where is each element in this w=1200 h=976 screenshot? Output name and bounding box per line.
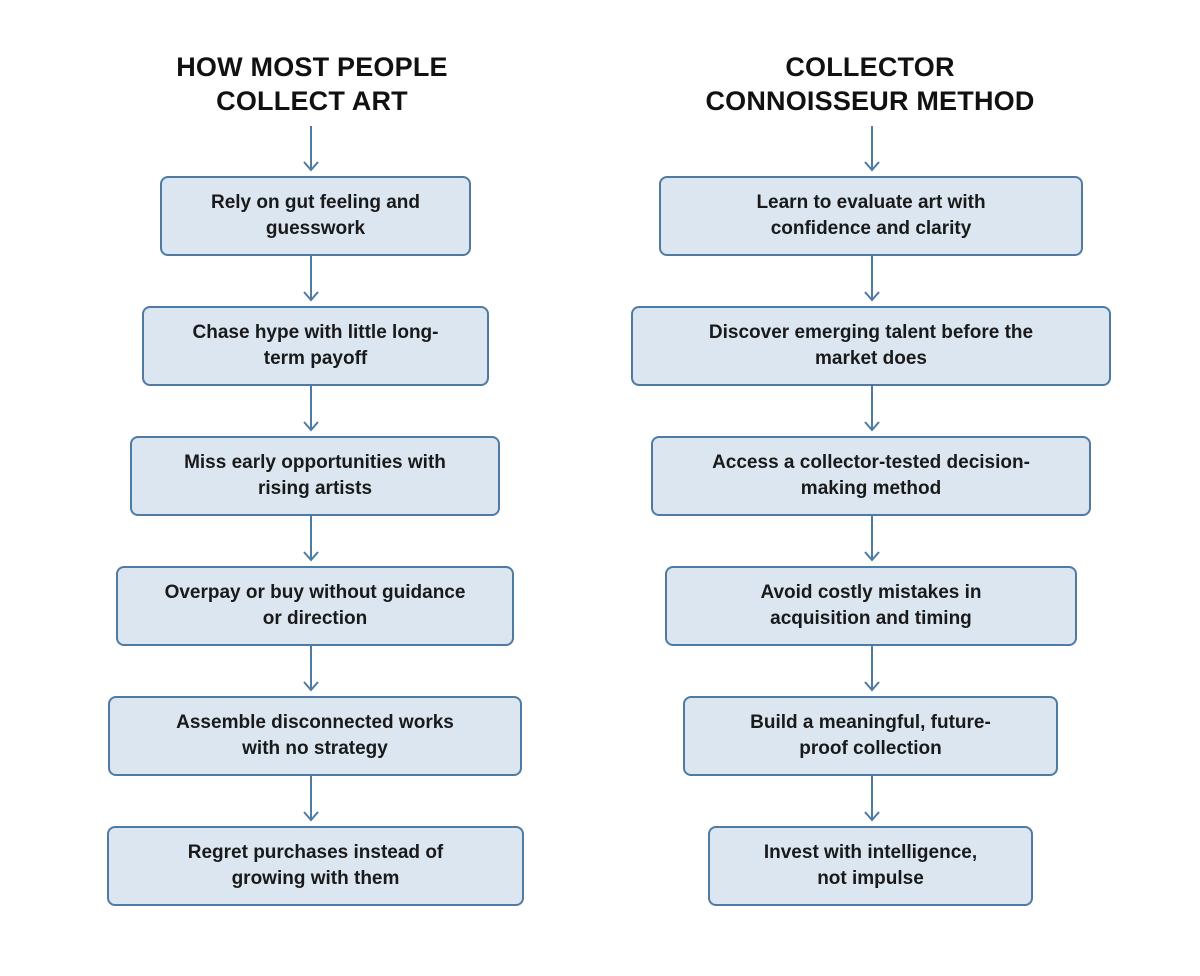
down-arrow-icon [302,646,320,694]
step-box: Regret purchases instead of growing with… [107,826,524,906]
title-line: CONNOISSEUR METHOD [705,86,1035,116]
column-title-right: COLLECTOR CONNOISSEUR METHOD [620,50,1120,118]
step-text: Chase hype with little long- term payoff [192,322,439,369]
down-arrow-icon [863,256,881,304]
step-text: Access a collector-tested decision- maki… [712,452,1030,499]
step-box: Miss early opportunities with rising art… [130,436,500,516]
step-text: Rely on gut feeling and guesswork [210,192,420,239]
step-box: Access a collector-tested decision- maki… [651,436,1091,516]
down-arrow-icon [302,516,320,564]
step-box: Build a meaningful, future- proof collec… [683,696,1058,776]
down-arrow-icon [302,776,320,824]
down-arrow-icon [302,386,320,434]
title-line: HOW MOST PEOPLE [176,52,448,82]
step-text: Assemble disconnected works with no stra… [176,712,454,759]
down-arrow-icon [863,646,881,694]
down-arrow-icon [863,386,881,434]
down-arrow-icon [302,126,320,174]
column-title-left: HOW MOST PEOPLE COLLECT ART [0,50,624,118]
flow-column-right: COLLECTOR CONNOISSEUR METHOD Learn to ev… [620,0,1120,976]
title-line: COLLECTOR [785,52,955,82]
step-text: Learn to evaluate art with confidence an… [756,192,986,239]
step-text: Regret purchases instead of growing with… [187,842,444,889]
title-line: COLLECT ART [216,86,408,116]
step-box: Invest with intelligence, not impulse [708,826,1033,906]
step-box: Discover emerging talent before the mark… [631,306,1111,386]
step-text: Miss early opportunities with rising art… [184,452,446,499]
down-arrow-icon [863,776,881,824]
step-box: Assemble disconnected works with no stra… [108,696,522,776]
down-arrow-icon [302,256,320,304]
down-arrow-icon [863,126,881,174]
step-box: Overpay or buy without guidance or direc… [116,566,514,646]
step-box: Rely on gut feeling and guesswork [160,176,471,256]
step-text: Build a meaningful, future- proof collec… [750,712,991,759]
flow-column-left: HOW MOST PEOPLE COLLECT ART Rely on gut … [0,50,624,906]
step-box: Avoid costly mistakes in acquisition and… [665,566,1077,646]
step-text: Invest with intelligence, not impulse [763,842,978,889]
down-arrow-icon [863,516,881,564]
step-box: Learn to evaluate art with confidence an… [659,176,1083,256]
step-box: Chase hype with little long- term payoff [142,306,489,386]
step-text: Overpay or buy without guidance or direc… [164,582,466,629]
step-text: Discover emerging talent before the mark… [708,322,1034,369]
step-text: Avoid costly mistakes in acquisition and… [760,582,982,629]
